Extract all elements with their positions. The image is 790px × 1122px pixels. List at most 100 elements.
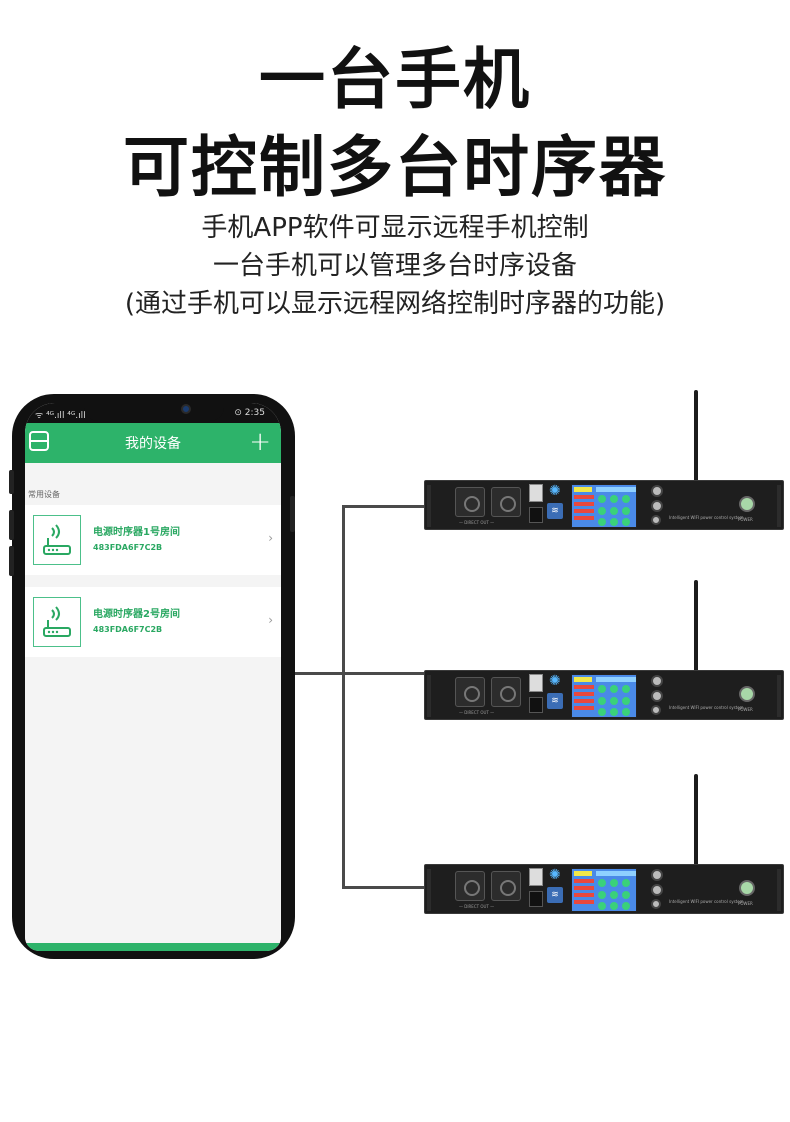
device-front-panel: — DIRECT OUT — ✺ ≋: [424, 864, 784, 914]
lcd-row: [574, 699, 594, 703]
sun-icon: ✺: [549, 483, 561, 499]
lcd-indicator: [598, 518, 606, 526]
rack-ear: [427, 869, 431, 911]
lcd-indicator: [598, 685, 606, 693]
power-socket: [455, 871, 485, 901]
lcd-screen: [571, 484, 637, 528]
device-list: 常用设备 电源时序器1号房间 483FDA6F7C2B ›: [25, 463, 281, 943]
lcd-indicator: [622, 708, 630, 716]
rack-ear: [777, 869, 781, 911]
rack-ear: [777, 675, 781, 717]
brand-text: Intelligent WIFI power control system: [669, 705, 744, 710]
power-label: POWER: [738, 517, 753, 522]
lcd-indicator: [622, 697, 630, 705]
control-knob: [651, 675, 663, 687]
power-socket: [491, 677, 521, 707]
antenna-icon: [694, 580, 698, 672]
phone-side-button: [9, 510, 14, 540]
camera-icon: [181, 404, 191, 414]
add-device-icon[interactable]: +: [249, 427, 271, 457]
lcd-indicator: [622, 891, 630, 899]
lcd-indicator: [610, 708, 618, 716]
lcd-status-bar: [596, 487, 636, 492]
lcd-row: [574, 900, 594, 904]
phone-screen: ᯤ ⁴ᴳ.ıll ⁴ᴳ.ıll ≋ ⊙ 2:35 我的设备 + 常用设备 电源时…: [25, 403, 281, 951]
output-label: — DIRECT OUT —: [459, 520, 495, 525]
lcd-indicator: [610, 495, 618, 503]
power-label: POWER: [738, 901, 753, 906]
lcd-status-bar: [574, 677, 592, 682]
usb-port: [529, 868, 543, 886]
control-knob: [651, 690, 663, 702]
lcd-indicator: [610, 507, 618, 515]
control-knob: [651, 485, 663, 497]
usb-port: [529, 674, 543, 692]
control-knob: [651, 500, 663, 512]
lcd-indicator: [610, 879, 618, 887]
phone-side-button: [9, 546, 14, 576]
headline-line1: 一台手机: [259, 41, 531, 118]
rack-ear: [777, 485, 781, 527]
lcd-row: [574, 886, 594, 890]
rack-ear: [427, 485, 431, 527]
output-label: — DIRECT OUT —: [459, 904, 495, 909]
lcd-indicator: [622, 685, 630, 693]
chevron-right-icon: ›: [268, 531, 273, 545]
headline-line2: 可控制多台时序器: [123, 129, 667, 206]
lcd-indicator: [610, 697, 618, 705]
lcd-status-bar: [596, 677, 636, 682]
power-label: POWER: [738, 707, 753, 712]
wifi-icon: ≋: [547, 887, 563, 903]
control-knob: [651, 884, 663, 896]
connector-line: [342, 505, 345, 889]
device-item[interactable]: 电源时序器2号房间 483FDA6F7C2B ›: [25, 587, 281, 657]
lcd-screen: [571, 868, 637, 912]
power-switch: [529, 891, 543, 907]
lcd-indicator: [622, 902, 630, 910]
power-socket: [455, 487, 485, 517]
sun-icon: ✺: [549, 673, 561, 689]
subtitle-line2: 一台手机可以管理多台时序设备: [212, 251, 577, 281]
section-label: 常用设备: [28, 490, 60, 499]
connector-line: [295, 672, 345, 675]
device-front-panel: — DIRECT OUT — ✺ ≋: [424, 670, 784, 720]
signal-icons: ᯤ ⁴ᴳ.ıll ⁴ᴳ.ıll ≋: [35, 411, 97, 421]
phone-side-button: [9, 470, 14, 494]
control-knob: [651, 869, 663, 881]
subtitle-line1: 手机APP软件可显示远程手机控制: [201, 213, 589, 243]
antenna-icon: [694, 774, 698, 866]
subtitle-line3: (通过手机可以显示远程网络控制时序器的功能): [124, 289, 666, 319]
lcd-status-bar: [574, 871, 592, 876]
control-knob: [651, 705, 661, 715]
lcd-indicator: [610, 518, 618, 526]
app-header: 我的设备 +: [25, 423, 281, 463]
lcd-status-bar: [596, 871, 636, 876]
router-icon: [33, 597, 81, 647]
lcd-row: [574, 502, 594, 506]
antenna-icon: [694, 390, 698, 482]
power-button: [739, 496, 755, 512]
device-item[interactable]: 电源时序器1号房间 483FDA6F7C2B ›: [25, 505, 281, 575]
lcd-indicator: [622, 495, 630, 503]
lcd-row: [574, 893, 594, 897]
power-socket: [491, 871, 521, 901]
connector-line: [342, 886, 426, 889]
device-id: 483FDA6F7C2B: [93, 625, 163, 634]
power-sequencer-device: — DIRECT OUT — ✺ ≋: [424, 670, 784, 720]
lcd-row: [574, 495, 594, 499]
lcd-indicator: [598, 879, 606, 887]
lcd-indicator: [610, 891, 618, 899]
device-name: 电源时序器1号房间: [93, 527, 180, 538]
power-button: [739, 686, 755, 702]
lcd-indicator: [598, 495, 606, 503]
lcd-indicator: [610, 685, 618, 693]
router-icon: [33, 515, 81, 565]
lcd-indicator: [598, 507, 606, 515]
menu-icon[interactable]: [29, 431, 49, 451]
lcd-indicator: [622, 518, 630, 526]
device-front-panel: — DIRECT OUT — ✺ ≋: [424, 480, 784, 530]
lcd-row: [574, 879, 594, 883]
lcd-indicator: [598, 902, 606, 910]
lcd-indicator: [598, 891, 606, 899]
lcd-indicator: [598, 697, 606, 705]
